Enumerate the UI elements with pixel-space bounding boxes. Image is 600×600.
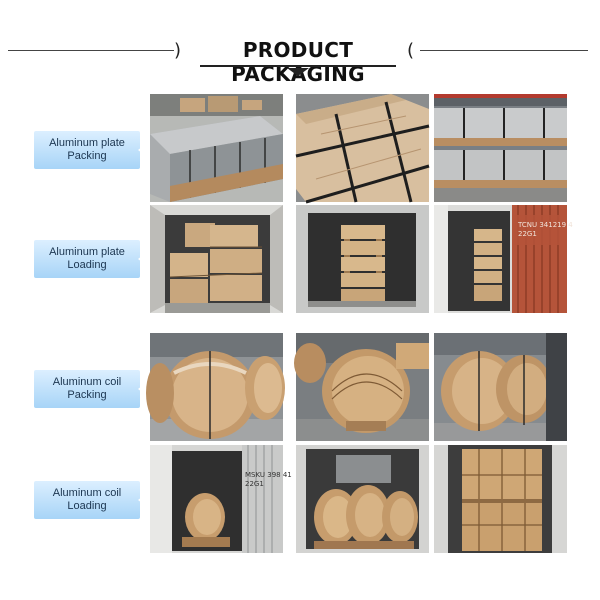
label-pointer-icon — [138, 491, 150, 509]
label-pointer-icon — [138, 141, 150, 159]
photo-coil-loading-3 — [434, 445, 567, 553]
photo-plate-packing-1 — [150, 94, 283, 202]
photo-plate-packing-3 — [434, 94, 567, 202]
label-coil-loading: Aluminum coil Loading — [34, 481, 140, 519]
photo-coil-packing-1 — [146, 333, 285, 441]
photo-coil-packing-2 — [294, 333, 429, 441]
label-plate-loading: Aluminum plate Loading — [34, 240, 140, 278]
header-brace-left: ) — [174, 40, 182, 61]
page-title: PRODUCT PACKAGING — [231, 38, 365, 86]
header-brace-right: ( — [407, 40, 415, 61]
label-coil-packing: Aluminum coil Packing — [34, 370, 140, 408]
header-line-right — [420, 50, 588, 51]
photo-plate-packing-2 — [295, 94, 430, 204]
header-line-left — [8, 50, 174, 51]
photo-coil-packing-3 — [434, 333, 567, 441]
photo-plate-loading-1 — [150, 205, 283, 313]
label-plate-packing: Aluminum plate Packing — [34, 131, 140, 169]
label-pointer-icon — [138, 250, 150, 268]
photo-plate-loading-2 — [296, 205, 429, 313]
title-arrow-icon — [287, 68, 309, 76]
photo-coil-loading-2 — [296, 445, 429, 553]
title-underline — [200, 65, 396, 67]
